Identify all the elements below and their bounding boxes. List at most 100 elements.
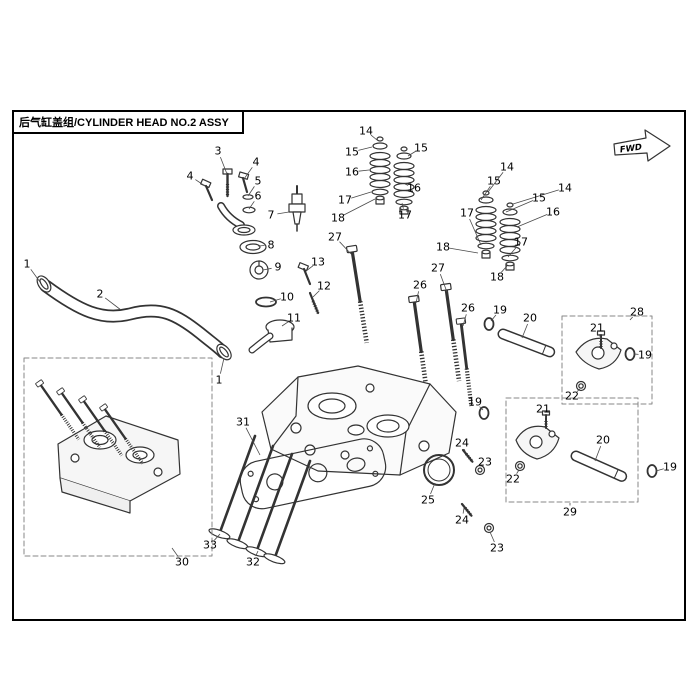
callout-31: 31	[236, 416, 250, 429]
rocker-shaft	[502, 330, 552, 355]
thermostat-assembly	[200, 168, 295, 354]
callout-2: 2	[97, 288, 104, 301]
callout-30: 30	[175, 556, 189, 569]
callout-28: 28	[630, 306, 644, 319]
leader-line	[462, 314, 467, 327]
leader-line	[351, 191, 372, 199]
callout-17: 17	[338, 194, 352, 207]
callout-16: 16	[546, 206, 560, 219]
leader-line	[248, 201, 255, 210]
bolt-icon	[222, 168, 233, 198]
head-bolt	[440, 283, 464, 381]
callout-1: 1	[24, 258, 31, 271]
callout-16: 16	[407, 182, 421, 195]
leader-line	[220, 357, 225, 374]
leader-line	[257, 245, 265, 247]
o-ring	[478, 406, 490, 420]
leader-line	[594, 445, 602, 462]
fwd-arrow-icon: FWD	[613, 129, 671, 162]
bolt-icon	[238, 171, 250, 194]
leader-line	[629, 316, 634, 321]
callout-23: 23	[490, 542, 504, 555]
callout-14: 14	[500, 161, 514, 174]
callout-21: 21	[536, 403, 550, 416]
leader-line	[358, 146, 373, 151]
callout-17: 17	[398, 209, 412, 222]
leader-line	[243, 167, 253, 180]
water-neck	[217, 202, 256, 236]
leader-line	[262, 267, 272, 271]
leader-line	[195, 179, 206, 187]
callout-10: 10	[280, 291, 294, 304]
leader-line	[516, 469, 520, 474]
leader-line	[401, 202, 404, 209]
callout-9: 9	[275, 261, 282, 274]
spring-stack	[393, 146, 415, 215]
callout-15: 15	[487, 175, 501, 188]
leader-line	[214, 533, 221, 541]
leader-line	[305, 265, 314, 272]
rocker-arm-assembly-upper	[575, 329, 636, 392]
rocker-arm-assembly-lower	[514, 409, 560, 472]
valve-spring-set-right	[475, 190, 521, 271]
coolant-pipe	[36, 275, 232, 361]
callout-24: 24	[455, 514, 469, 527]
washer	[242, 194, 254, 200]
head-gasket	[239, 438, 387, 510]
spring-stack	[475, 190, 497, 259]
leader-line	[469, 218, 482, 246]
group-box-30	[23, 357, 213, 557]
leader-line	[247, 186, 255, 197]
pipe-clamp	[36, 275, 52, 293]
callout-29: 29	[563, 506, 577, 519]
leader-line	[430, 482, 436, 495]
leader-line	[255, 550, 259, 557]
group-box-29	[505, 397, 639, 503]
leader-line	[501, 265, 508, 273]
leader-line	[407, 151, 416, 157]
callout-33: 33	[203, 539, 217, 552]
callout-12: 12	[317, 280, 331, 293]
callout-8: 8	[268, 239, 275, 252]
leader-line	[439, 273, 448, 293]
leader-line	[505, 200, 534, 213]
leader-line	[521, 323, 528, 339]
callout-3: 3	[215, 145, 222, 158]
callout-26: 26	[413, 279, 427, 292]
callout-15: 15	[414, 142, 428, 155]
callout-24: 24	[455, 437, 469, 450]
spark-plug	[288, 185, 306, 232]
callout-14: 14	[359, 125, 373, 138]
callout-1: 1	[216, 374, 223, 387]
callout-27: 27	[431, 262, 445, 275]
callout-18: 18	[490, 271, 504, 284]
callout-14: 14	[558, 182, 572, 195]
stud-bolt	[308, 291, 320, 315]
head-bolt	[456, 318, 476, 407]
page-border	[12, 110, 686, 621]
cylinder-head	[261, 365, 457, 476]
leader-line	[104, 297, 122, 311]
leader-line	[343, 198, 376, 216]
callout-23: 23	[478, 456, 492, 469]
leader-line	[479, 406, 484, 411]
leader-line	[507, 246, 518, 258]
callout-13: 13	[311, 256, 325, 269]
leader-line	[358, 169, 370, 172]
callout-19: 19	[663, 461, 677, 474]
leader-line	[339, 241, 352, 255]
leader-line	[576, 388, 581, 393]
callout-19: 19	[493, 304, 507, 317]
callout-17: 17	[460, 207, 474, 220]
leader-line	[281, 321, 289, 327]
head-bolt	[346, 245, 371, 343]
valve-spring-set-left	[369, 136, 415, 215]
callout-21: 21	[590, 322, 604, 335]
leader-line	[480, 186, 491, 201]
leader-line	[415, 291, 419, 304]
leader-line	[30, 269, 41, 283]
callout-15: 15	[532, 192, 546, 205]
